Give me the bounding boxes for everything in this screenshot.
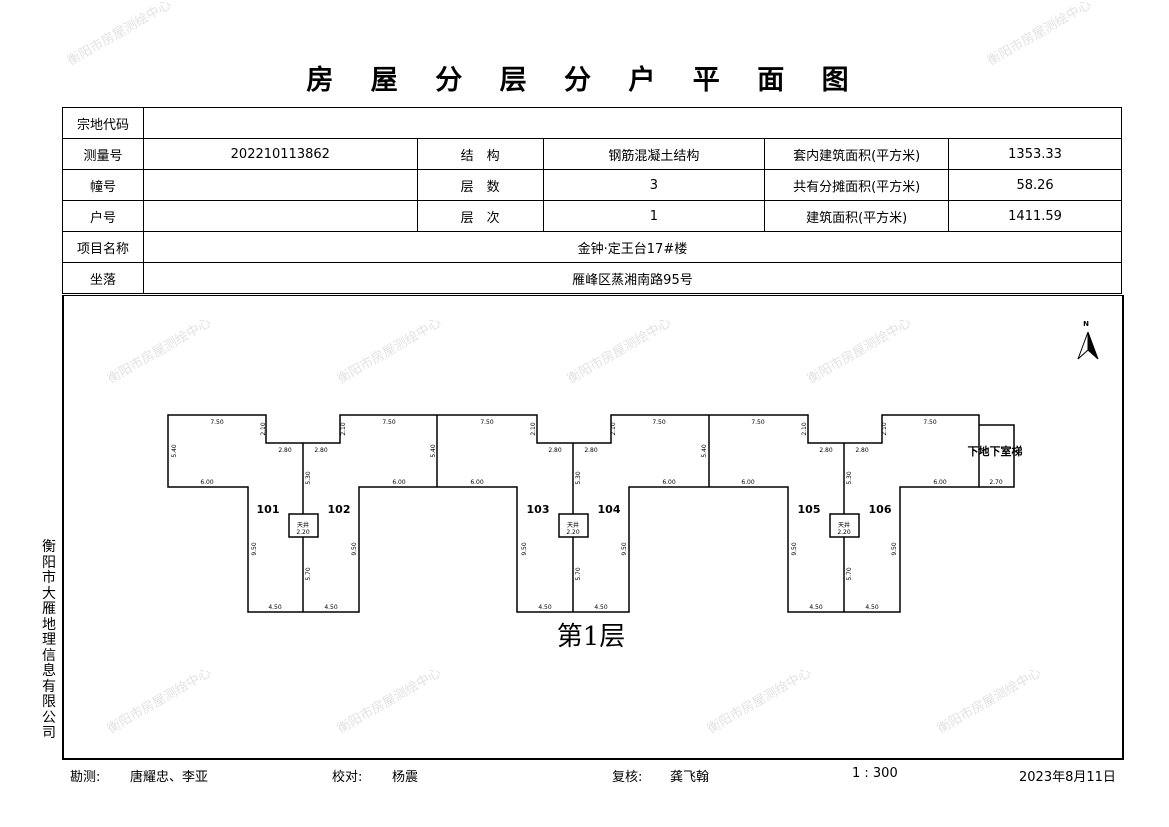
location-label: 坐落 bbox=[62, 262, 144, 294]
well-label: 天井 bbox=[297, 521, 309, 529]
dim-label: 4.50 bbox=[324, 604, 338, 611]
location-value: 雁峰区蒸湘南路95号 bbox=[142, 262, 1123, 294]
unit-label: 106 bbox=[869, 503, 892, 516]
dim-label: 5.70 bbox=[846, 567, 853, 581]
dim-label: 2.80 bbox=[548, 447, 562, 454]
dim-label: 7.50 bbox=[382, 419, 396, 426]
project-label: 项目名称 bbox=[62, 231, 144, 263]
building-outline bbox=[167, 414, 1015, 613]
dim-label: 2.10 bbox=[530, 422, 537, 436]
unit-labels: 101 102 103 104 105 106 bbox=[257, 503, 892, 516]
dim-label: 2.10 bbox=[801, 422, 808, 436]
dim-label: 7.50 bbox=[210, 419, 224, 426]
well-label: 天井 bbox=[567, 521, 579, 529]
dim-label: 2.10 bbox=[881, 422, 888, 436]
dim-label: 5.40 bbox=[430, 444, 437, 458]
dim-label: 2.10 bbox=[260, 422, 267, 436]
checker: 杨震 bbox=[392, 770, 419, 785]
page-title: 房 屋 分 层 分 户 平 面 图 bbox=[306, 65, 863, 96]
drawing-frame bbox=[62, 295, 1124, 760]
dim-label: 4.50 bbox=[594, 604, 608, 611]
parcel-code-label: 宗地代码 bbox=[62, 107, 144, 139]
dim-label: 5.40 bbox=[701, 444, 708, 458]
reviewer-label: 复核: bbox=[612, 770, 643, 785]
dimension-labels: 7.50 7.50 7.50 7.50 7.50 7.50 2.80 2.80 … bbox=[171, 419, 1003, 611]
dim-label: 2.80 bbox=[855, 447, 869, 454]
dim-label: 5.40 bbox=[171, 444, 178, 458]
checker-label: 校对: bbox=[332, 770, 363, 785]
dim-label: 9.50 bbox=[791, 542, 798, 556]
scale: 1 : 300 bbox=[852, 766, 898, 781]
floors-value: 3 bbox=[542, 169, 766, 201]
structure-value: 钢筋混凝土结构 bbox=[542, 138, 766, 170]
unit-label: 102 bbox=[328, 503, 351, 516]
company-name: 衡阳市大雁地理信息有限公司 bbox=[42, 539, 56, 741]
dim-label: 7.50 bbox=[480, 419, 494, 426]
dim-label: 6.00 bbox=[200, 479, 214, 486]
dim-label: 4.50 bbox=[538, 604, 552, 611]
dim-label: 9.50 bbox=[621, 542, 628, 556]
building-no-label: 幢号 bbox=[62, 169, 144, 201]
dim-label: 2.10 bbox=[340, 422, 347, 436]
dim-label: 9.50 bbox=[521, 542, 528, 556]
light-wells: 天井2.20 天井2.20 天井2.20 bbox=[296, 521, 851, 536]
reviewer: 龚飞翰 bbox=[670, 770, 710, 785]
floor-caption: 第1层 bbox=[557, 622, 626, 652]
dim-label: 2.70 bbox=[989, 479, 1003, 486]
dim-label: 6.00 bbox=[662, 479, 676, 486]
well-dim: 2.20 bbox=[566, 529, 580, 536]
dim-label: 7.50 bbox=[652, 419, 666, 426]
unit-no-value bbox=[142, 200, 418, 232]
dim-label: 4.50 bbox=[865, 604, 879, 611]
dim-label: 2.80 bbox=[584, 447, 598, 454]
dim-label: 5.30 bbox=[305, 471, 312, 485]
dim-label: 6.00 bbox=[933, 479, 947, 486]
dim-label: 4.50 bbox=[809, 604, 823, 611]
well-dim: 2.20 bbox=[837, 529, 851, 536]
well-dim: 2.20 bbox=[296, 529, 310, 536]
dim-label: 2.80 bbox=[278, 447, 292, 454]
inner-area-value: 1353.33 bbox=[948, 138, 1122, 170]
well-label: 天井 bbox=[838, 521, 850, 529]
dim-label: 4.50 bbox=[268, 604, 282, 611]
dim-label: 7.50 bbox=[923, 419, 937, 426]
dim-label: 2.10 bbox=[610, 422, 617, 436]
dim-label: 6.00 bbox=[392, 479, 406, 486]
total-area-label: 建筑面积(平方米) bbox=[764, 200, 950, 232]
unit-label: 104 bbox=[598, 503, 621, 516]
north-arrow-icon: N bbox=[1077, 320, 1099, 360]
dim-label: 5.30 bbox=[846, 471, 853, 485]
dim-label: 7.50 bbox=[751, 419, 765, 426]
dim-label: 9.50 bbox=[251, 542, 258, 556]
surveyors: 唐耀忠、李亚 bbox=[130, 770, 209, 785]
unit-label: 103 bbox=[527, 503, 550, 516]
dim-label: 2.80 bbox=[819, 447, 833, 454]
dim-label: 6.00 bbox=[741, 479, 755, 486]
dim-label: 6.00 bbox=[470, 479, 484, 486]
project-value: 金钟·定王台17#楼 bbox=[142, 231, 1123, 263]
dim-label: 5.70 bbox=[575, 567, 582, 581]
dim-label: 9.50 bbox=[891, 542, 898, 556]
stair-label: 下地下室梯 bbox=[968, 444, 1023, 458]
date: 2023年8月11日 bbox=[1019, 770, 1116, 785]
floor-value: 1 bbox=[542, 200, 766, 232]
dim-label: 5.30 bbox=[575, 471, 582, 485]
dim-label: 5.70 bbox=[305, 567, 312, 581]
total-area-value: 1411.59 bbox=[948, 200, 1122, 232]
north-label: N bbox=[1083, 320, 1089, 328]
unit-label: 105 bbox=[798, 503, 821, 516]
surveyor-label: 勘测: bbox=[70, 770, 101, 785]
dim-label: 2.80 bbox=[314, 447, 328, 454]
dim-label: 9.50 bbox=[351, 542, 358, 556]
unit-label: 101 bbox=[257, 503, 280, 516]
